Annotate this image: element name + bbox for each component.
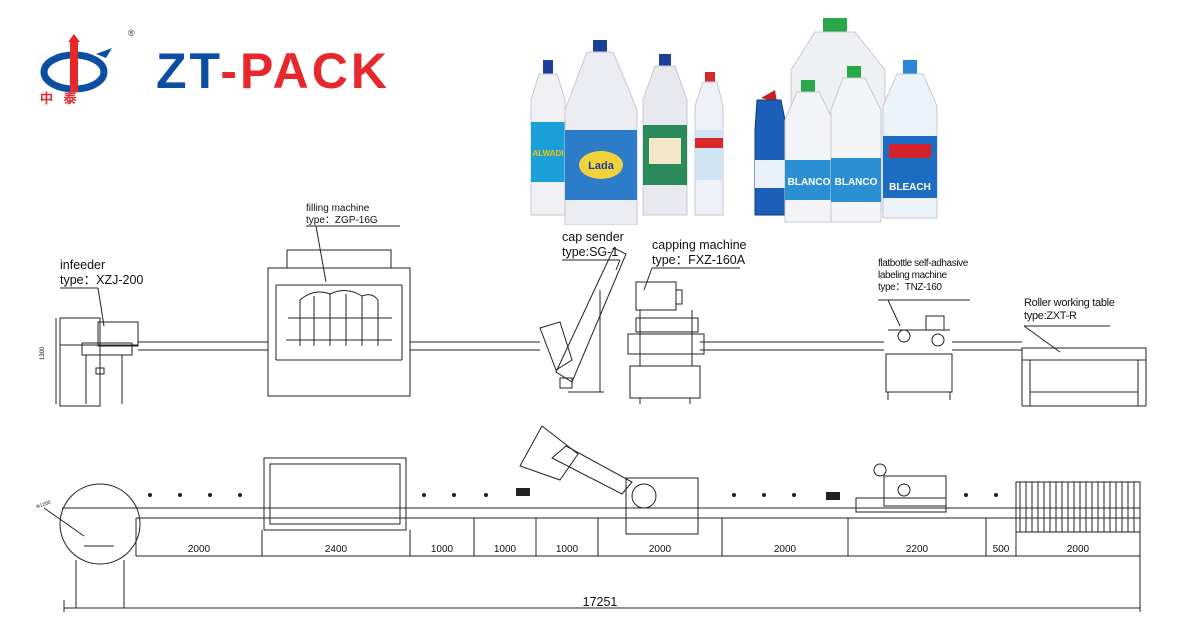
product-bottles-image: ALWADI Lada [530, 18, 938, 225]
roller-hatching [1019, 482, 1135, 532]
roller-table-front [1021, 347, 1147, 407]
cap-sender-front [539, 247, 627, 393]
dimension-segment: 2000 [648, 544, 672, 555]
dimension-segment: 2000 [187, 544, 211, 555]
conveyor-bottle-markers [148, 488, 998, 500]
bottle-4 [694, 72, 724, 216]
filling-machine-front [267, 249, 411, 397]
brand-chinese-name: 中 泰 [40, 92, 80, 107]
dimension-segment: 2000 [1066, 544, 1090, 555]
labeling-type: type：TNZ-160 [878, 282, 942, 293]
bottle-2-label: Lada [588, 160, 615, 172]
bottle-8-label: BLANCO [835, 177, 878, 188]
label-filling-machine: filling machine type：ZGP-16G [306, 203, 378, 227]
roller-type: type:ZXT-R [1024, 310, 1077, 322]
labeling-machine-front [885, 315, 953, 400]
front-height-dimension: 1300 [40, 346, 46, 360]
label-cap-sender: cap sender type:SG-1 [562, 230, 624, 260]
brand-name-right: PACK [239, 43, 390, 99]
filling-name: filling machine [306, 203, 370, 214]
roller-table-plan [1015, 481, 1141, 533]
roller-name: Roller working table [1024, 297, 1115, 309]
labeling-name-line1: flatbottle self-adhasive [878, 258, 968, 269]
infeeder-front [55, 317, 139, 407]
capping-machine-front [627, 281, 705, 404]
brand-name-dash: - [220, 43, 240, 99]
conveyor-plan [136, 507, 1140, 519]
capping-machine-plan [519, 425, 699, 535]
dimension-segment: 1000 [555, 544, 579, 555]
infeeder-name: infeeder [60, 258, 106, 272]
label-labeling-machine: flatbottle self-adhasive labeling machin… [878, 258, 968, 294]
label-roller-table: Roller working table type:ZXT-R [1024, 297, 1115, 323]
bottle-9-label: BLEACH [889, 182, 931, 193]
bottle-1: ALWADI [530, 60, 566, 216]
bottle-3 [642, 54, 688, 216]
infeeder-type: type：XZJ-200 [60, 273, 144, 287]
brand-name-left: ZT [156, 43, 221, 99]
label-leader-lines [60, 225, 1110, 353]
filling-machine-plan [263, 457, 407, 531]
registered-mark: ® [128, 28, 135, 38]
capping-type: type：FXZ-160A [652, 253, 746, 267]
dimension-ticks [63, 518, 1141, 612]
dimension-segment: 1000 [493, 544, 517, 555]
bottle-7-label: BLANCO [788, 177, 831, 188]
brand-logo: ® 中 泰 ZT-PACK [36, 28, 396, 108]
label-capping-machine: capping machine type：FXZ-160A [652, 238, 747, 268]
brand-wordmark: ZT-PACK [156, 46, 390, 96]
label-infeeder: infeeder type：XZJ-200 [60, 258, 143, 288]
capping-name: capping machine [652, 238, 747, 252]
bottle-9-bleach: BLEACH [882, 60, 938, 219]
cap-sender-type: type:SG-1 [562, 245, 619, 259]
dimension-segment: 500 [992, 544, 1010, 555]
labeling-name-line2: labeling machine [878, 270, 947, 281]
dimension-segment: 2400 [324, 544, 348, 555]
bottle-7-blanco: BLANCO [784, 80, 834, 223]
dimension-segment: 1000 [430, 544, 454, 555]
filling-type: type：ZGP-16G [306, 215, 378, 226]
bottle-2-jug: Lada [564, 40, 638, 225]
total-length: 17251 [582, 595, 618, 609]
dimension-segment: 2000 [773, 544, 797, 555]
cap-sender-name: cap sender [562, 230, 624, 244]
dimension-segment: 2200 [905, 544, 929, 555]
conveyor-front [138, 341, 1022, 351]
labeling-machine-plan [855, 463, 947, 513]
bottle-1-label: ALWADI [532, 149, 563, 158]
bottle-8-blanco: BLANCO [830, 66, 882, 223]
zt-pack-emblem-icon [40, 34, 112, 93]
turntable-plan [43, 483, 141, 609]
